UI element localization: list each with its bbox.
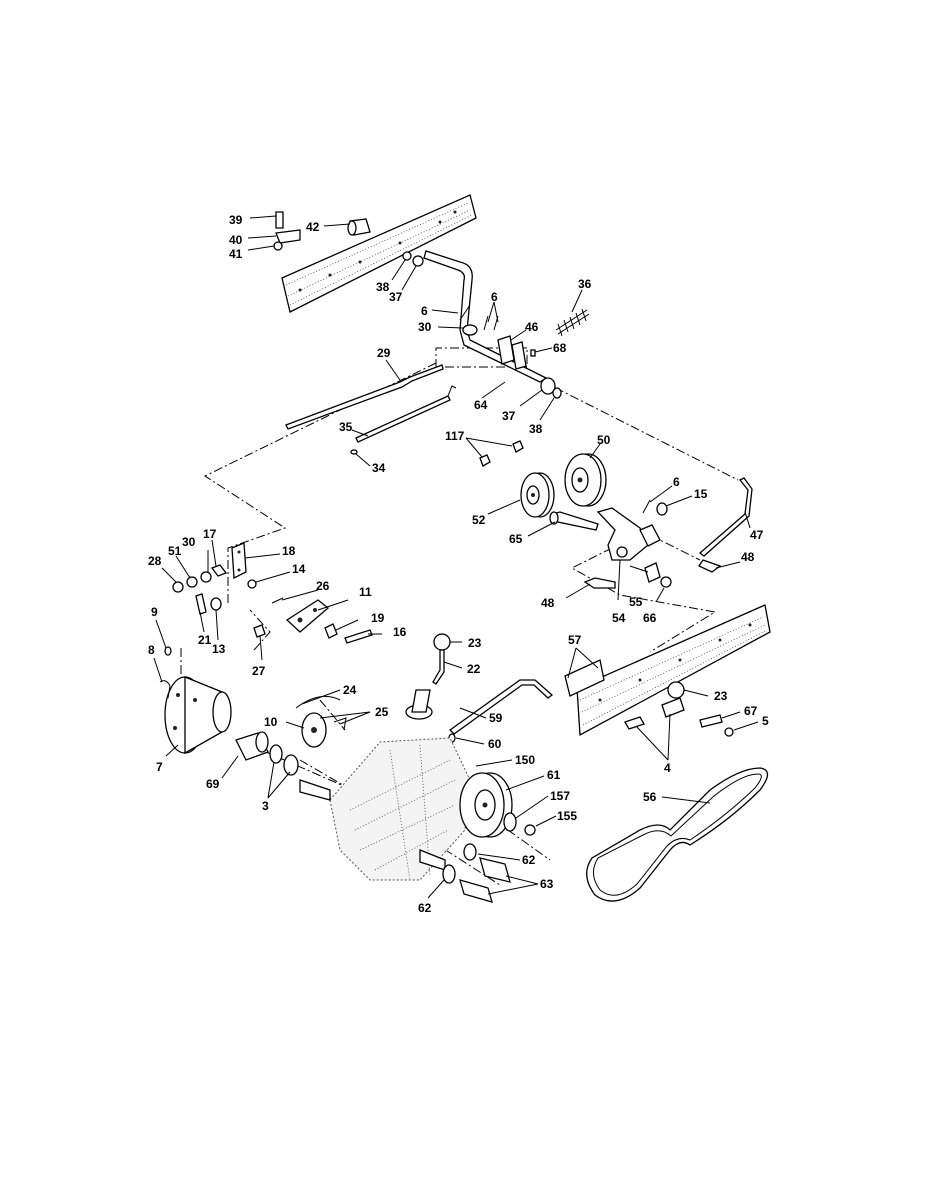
callout-42: 42 — [306, 220, 320, 234]
callout-37: 37 — [502, 409, 516, 423]
wheel-hub — [159, 646, 232, 755]
callout-50: 50 — [597, 433, 611, 447]
callout-36: 36 — [578, 277, 592, 291]
callout-6: 6 — [673, 475, 680, 489]
callout-24: 24 — [343, 683, 357, 697]
idler-arm — [583, 477, 753, 589]
callout-5: 5 — [762, 714, 769, 728]
axle-parts — [235, 695, 347, 776]
callout-59: 59 — [489, 711, 503, 725]
callout-19: 19 — [371, 611, 385, 625]
callout-10: 10 — [264, 715, 278, 729]
rod-59 — [448, 679, 554, 743]
callout-30: 30 — [418, 320, 432, 334]
callout-13: 13 — [212, 642, 226, 656]
callout-8: 8 — [148, 643, 155, 657]
callout-35: 35 — [339, 420, 353, 434]
callout-47: 47 — [750, 528, 764, 542]
brake-linkage — [172, 542, 373, 644]
callout-57: 57 — [568, 633, 582, 647]
callout-labels: 39 42 40 41 38 37 36 6 6 30 46 68 29 64 … — [148, 213, 769, 915]
callout-41: 41 — [229, 247, 243, 261]
frame-rail-upper — [281, 194, 477, 313]
callout-17: 17 — [203, 527, 217, 541]
callout-51: 51 — [168, 544, 182, 558]
callout-9: 9 — [151, 605, 158, 619]
callout-63: 63 — [540, 877, 554, 891]
callout-60: 60 — [488, 737, 502, 751]
callout-7: 7 — [156, 760, 163, 774]
callout-28: 28 — [148, 554, 162, 568]
callout-37: 37 — [389, 290, 403, 304]
leader-lines — [153, 215, 759, 899]
shift-lever — [405, 633, 451, 720]
callout-18: 18 — [282, 544, 296, 558]
callout-117: 117 — [445, 429, 465, 443]
frame-rail-lower — [576, 604, 771, 737]
callout-46: 46 — [525, 320, 539, 334]
callout-27: 27 — [252, 664, 266, 678]
transaxle-pulley — [442, 772, 536, 903]
callout-48: 48 — [741, 550, 755, 564]
callout-6: 6 — [491, 290, 498, 304]
callout-67: 67 — [744, 704, 758, 718]
callout-64: 64 — [474, 398, 488, 412]
callout-56: 56 — [643, 790, 657, 804]
right-bracket — [564, 659, 734, 737]
callout-61: 61 — [547, 768, 561, 782]
rods — [285, 364, 457, 455]
callout-14: 14 — [292, 562, 306, 576]
callout-66: 66 — [643, 611, 657, 625]
upper-linkage — [273, 211, 590, 399]
callout-62: 62 — [418, 901, 432, 915]
callout-23: 23 — [468, 636, 482, 650]
callout-25: 25 — [375, 705, 389, 719]
callout-65: 65 — [509, 532, 523, 546]
callout-4: 4 — [664, 761, 671, 775]
callout-157: 157 — [550, 789, 570, 803]
callout-155: 155 — [557, 809, 577, 823]
callout-62: 62 — [522, 853, 536, 867]
callout-55: 55 — [629, 595, 643, 609]
callout-38: 38 — [529, 422, 543, 436]
callout-11: 11 — [359, 585, 372, 599]
callout-69: 69 — [206, 777, 220, 791]
callout-23: 23 — [714, 689, 728, 703]
callout-150: 150 — [515, 753, 535, 767]
callout-30: 30 — [182, 535, 196, 549]
callout-39: 39 — [229, 213, 243, 227]
callout-54: 54 — [612, 611, 626, 625]
callout-48: 48 — [541, 596, 555, 610]
drive-belt — [586, 767, 769, 902]
callout-15: 15 — [694, 487, 708, 501]
callout-68: 68 — [553, 341, 567, 355]
callout-26: 26 — [316, 579, 330, 593]
callout-29: 29 — [377, 346, 391, 360]
callout-52: 52 — [472, 513, 486, 527]
callout-6: 6 — [421, 304, 428, 318]
idler-pulleys — [479, 440, 607, 531]
callout-40: 40 — [229, 233, 243, 247]
callout-21: 21 — [198, 633, 212, 647]
callout-3: 3 — [262, 799, 269, 813]
transaxle — [299, 737, 471, 881]
callout-34: 34 — [372, 461, 386, 475]
callout-16: 16 — [393, 625, 407, 639]
callout-22: 22 — [467, 662, 481, 676]
callout-38: 38 — [376, 280, 390, 294]
